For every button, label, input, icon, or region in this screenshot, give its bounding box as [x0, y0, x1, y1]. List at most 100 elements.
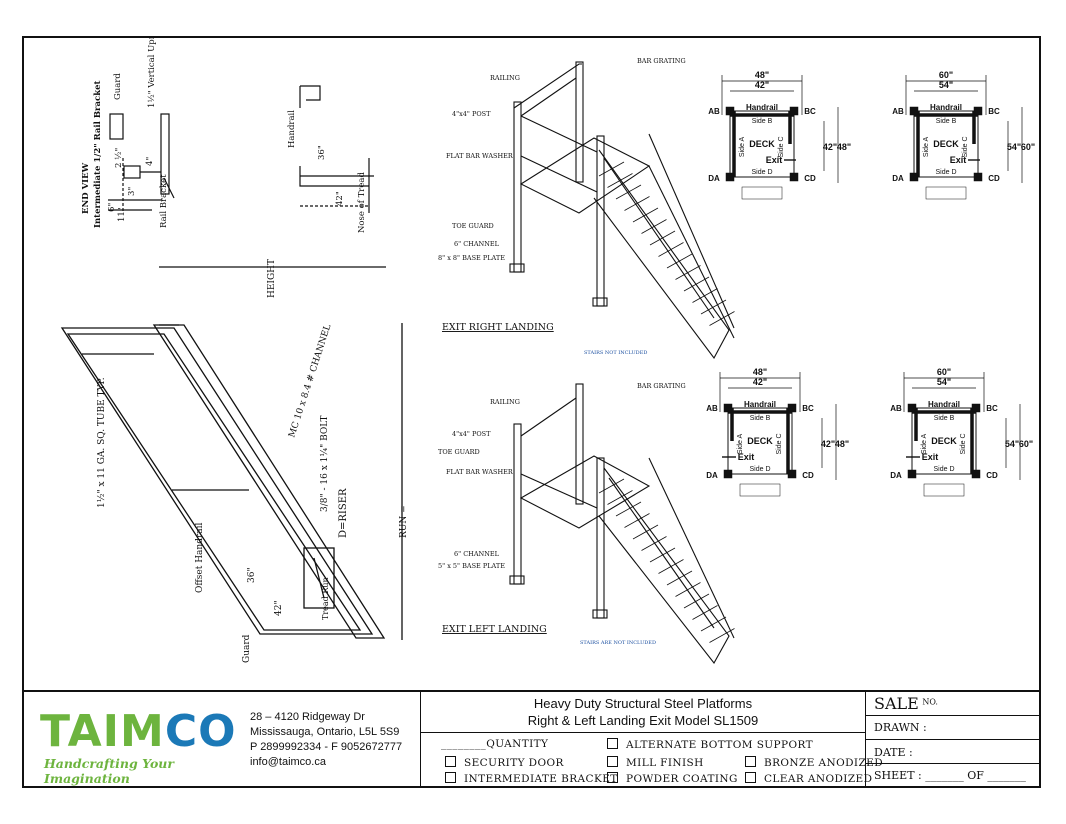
- title-line2: Right & Left Landing Exit Model SL1509: [527, 713, 759, 728]
- plan-outer-width: 48": [753, 367, 767, 377]
- checkbox[interactable]: [607, 772, 618, 783]
- plan-inner-width: 54": [937, 377, 951, 387]
- guard-label: Guard: [113, 73, 123, 100]
- svg-text:Side D: Side D: [749, 466, 770, 473]
- sheet-row[interactable]: SHEET : _______ OF _______: [874, 769, 1026, 782]
- svg-text:BC: BC: [988, 107, 1000, 116]
- svg-text:CD: CD: [804, 174, 816, 183]
- svg-text:48": 48": [837, 142, 851, 152]
- checkbox[interactable]: [607, 738, 618, 749]
- svg-text:60": 60": [1021, 142, 1035, 152]
- railing-label-left: RAILING: [490, 398, 520, 406]
- railing-label-right: RAILING: [490, 74, 520, 82]
- checkbox[interactable]: [745, 772, 756, 783]
- svg-text:Exit: Exit: [922, 452, 939, 462]
- option-alternate-bottom-support[interactable]: ALTERNATE BOTTOM SUPPORT: [607, 738, 813, 751]
- option-clear-anodized[interactable]: CLEAR ANODIZED: [745, 772, 872, 785]
- svg-text:54": 54": [1007, 142, 1021, 152]
- iso-exit-right-landing: [509, 61, 735, 360]
- svg-text:Side A: Side A: [739, 137, 746, 158]
- flat-bar-label-left: FLAT BAR WASHER: [446, 468, 514, 476]
- quantity-field[interactable]: ________QUANTITY: [441, 738, 549, 750]
- handrail-profile: [299, 85, 374, 213]
- svg-text:AB: AB: [890, 404, 902, 413]
- svg-text:48": 48": [835, 439, 849, 449]
- svg-text:Side A: Side A: [737, 434, 744, 455]
- title-line1: Heavy Duty Structural Steel Platforms: [533, 696, 753, 711]
- dim-4: 4": [145, 157, 155, 166]
- svg-text:Side C: Side C: [778, 136, 785, 157]
- svg-text:Handrail: Handrail: [744, 400, 776, 409]
- bar-grating-label-left: BAR GRATING: [637, 382, 686, 390]
- checkbox[interactable]: [445, 772, 456, 783]
- option-intermediate-bracket[interactable]: INTERMEDIATE BRACKET: [445, 772, 618, 785]
- option-security-door[interactable]: SECURITY DOOR: [445, 756, 564, 769]
- svg-text:Handrail: Handrail: [930, 103, 962, 112]
- iso-right-treads: [598, 161, 735, 326]
- end-view-title: END VIEW: [81, 162, 91, 214]
- svg-text:54": 54": [1005, 439, 1019, 449]
- svg-text:DA: DA: [890, 471, 902, 480]
- svg-text:DECK: DECK: [933, 139, 959, 149]
- end-view-detail: [108, 113, 175, 213]
- svg-text:Exit: Exit: [950, 155, 967, 165]
- run-label: RUN =: [399, 505, 409, 538]
- exit-right-caption: EXIT RIGHT LANDING: [442, 322, 554, 333]
- date-row[interactable]: DATE :: [866, 740, 1039, 764]
- svg-text:Side D: Side D: [935, 169, 956, 176]
- riser-label: D=RISER: [338, 488, 349, 538]
- svg-text:Side D: Side D: [751, 169, 772, 176]
- plan-inner-width: 42": [755, 80, 769, 90]
- svg-text:CD: CD: [802, 471, 814, 480]
- iso-left-treads: [598, 478, 735, 643]
- svg-text:Handrail: Handrail: [928, 400, 960, 409]
- dim-36: 36": [317, 145, 327, 160]
- sale-no-row: SALE NO.: [866, 692, 1039, 716]
- title-block: TAIMCO Handcrafting Your Imagination 28 …: [24, 690, 1039, 788]
- svg-text:42": 42": [823, 142, 837, 152]
- toe-guard-label-left: TOE GUARD: [438, 448, 480, 456]
- dim-11: 11": [117, 207, 127, 222]
- svg-text:BC: BC: [804, 107, 816, 116]
- svg-text:AB: AB: [706, 404, 718, 413]
- svg-text:DA: DA: [708, 174, 720, 183]
- svg-text:AB: AB: [708, 107, 720, 116]
- svg-text:BC: BC: [986, 404, 998, 413]
- logo-cell: TAIMCO Handcrafting Your Imagination: [24, 692, 250, 788]
- svg-text:Side B: Side B: [750, 415, 771, 422]
- dim-3: 3": [127, 187, 137, 196]
- sale-block: SALE NO. DRAWN : DATE : SHEET : _______ …: [866, 692, 1039, 788]
- email: info@taimco.ca: [250, 756, 326, 768]
- checkbox[interactable]: [445, 756, 456, 767]
- svg-text:60": 60": [1019, 439, 1033, 449]
- checkbox[interactable]: [607, 756, 618, 767]
- checkbox[interactable]: [745, 756, 756, 767]
- guard-label-stair: Guard: [242, 634, 252, 663]
- channel-label-left: 6" CHANNEL: [454, 550, 500, 558]
- iso-exit-left-landing: [509, 383, 735, 664]
- stairs-not-included-right: STAIRS NOT INCLUDED: [584, 350, 647, 356]
- address-line2: Mississauga, Ontario, L5L 5S9: [250, 726, 400, 738]
- toe-guard-label-right: TOE GUARD: [452, 222, 494, 230]
- svg-text:CD: CD: [988, 174, 1000, 183]
- svg-text:42": 42": [821, 439, 835, 449]
- svg-text:Side A: Side A: [921, 434, 928, 455]
- option-bronze-anodized[interactable]: BRONZE ANODIZED: [745, 756, 883, 769]
- phone: P 2899992334 - F 9052672777: [250, 741, 403, 753]
- option-mill-finish[interactable]: MILL FINISH: [607, 756, 704, 769]
- svg-text:Side C: Side C: [960, 433, 967, 454]
- svg-text:CD: CD: [986, 471, 998, 480]
- address-line1: 28 – 4120 Ridgeway Dr: [250, 711, 365, 723]
- dim-6: 6": [107, 203, 117, 212]
- svg-text:DECK: DECK: [747, 436, 773, 446]
- drawn-row[interactable]: DRAWN :: [866, 716, 1039, 740]
- dim-42-stair: 42": [274, 600, 284, 616]
- option-powder-coating[interactable]: POWDER COATING: [607, 772, 738, 785]
- svg-text:DECK: DECK: [931, 436, 957, 446]
- plan-inner-width: 54": [939, 80, 953, 90]
- exit-left-caption: EXIT LEFT LANDING: [442, 624, 547, 635]
